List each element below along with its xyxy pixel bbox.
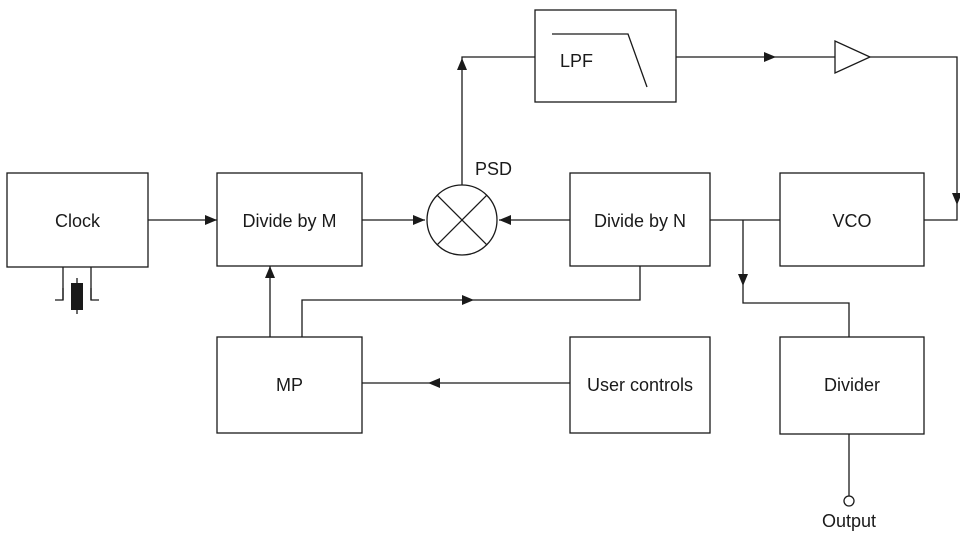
vco-label: VCO bbox=[832, 211, 871, 231]
lpf-block: LPF bbox=[534, 9, 677, 103]
arrow-into-psd-left bbox=[413, 215, 425, 225]
divider-box bbox=[779, 336, 925, 435]
clock-label: Clock bbox=[55, 211, 101, 231]
mp-block: MP bbox=[216, 336, 363, 434]
divide-by-n-block: Divide by N bbox=[569, 172, 711, 267]
user-controls-box bbox=[569, 336, 711, 434]
divide-by-m-block: Divide by M bbox=[216, 172, 363, 267]
user-controls-block: User controls bbox=[569, 336, 711, 434]
arrow-into-divide-m bbox=[205, 215, 217, 225]
divide-by-n-box bbox=[569, 172, 711, 267]
lpf-response-icon bbox=[552, 33, 648, 88]
mp-label: MP bbox=[276, 375, 303, 395]
divider-block: Divider bbox=[779, 336, 925, 435]
psd-label: PSD bbox=[475, 159, 512, 179]
wire-mp-to-divide-n bbox=[301, 266, 641, 337]
mp-box bbox=[216, 336, 363, 434]
wire-tap-to-divider bbox=[742, 220, 850, 337]
arrow-down-to-divider bbox=[738, 274, 748, 286]
output-label: Output bbox=[822, 511, 876, 531]
divide-by-m-label: Divide by M bbox=[242, 211, 336, 231]
clock-block: Clock bbox=[6, 172, 149, 314]
divide-by-m-box bbox=[216, 172, 363, 267]
arrow-toward-mp bbox=[428, 378, 440, 388]
arrow-toward-amp bbox=[764, 52, 776, 62]
arrow-toward-divide-n bbox=[462, 295, 474, 305]
output-terminal-icon bbox=[843, 495, 855, 507]
wires bbox=[148, 56, 958, 496]
vco-box bbox=[779, 172, 925, 267]
arrowheads bbox=[205, 52, 960, 388]
user-controls-label: User controls bbox=[587, 375, 693, 395]
wire-psd-to-lpf bbox=[461, 56, 535, 186]
vco-block: VCO bbox=[779, 172, 925, 267]
arrow-up-to-lpf bbox=[457, 58, 467, 70]
arrow-into-vco bbox=[952, 193, 960, 205]
divide-by-n-label: Divide by N bbox=[594, 211, 686, 231]
clock-box bbox=[6, 172, 149, 268]
wire-amp-to-vco bbox=[870, 56, 958, 221]
amplifier-icon bbox=[834, 39, 872, 75]
psd-block: PSD bbox=[426, 159, 512, 256]
lpf-label: LPF bbox=[560, 51, 593, 71]
output-terminal: Output bbox=[822, 495, 876, 531]
arrow-up-to-divide-m bbox=[265, 266, 275, 278]
crystal-icon bbox=[55, 267, 99, 314]
lpf-box bbox=[534, 9, 677, 103]
divider-label: Divider bbox=[824, 375, 880, 395]
arrow-into-psd-right bbox=[499, 215, 511, 225]
